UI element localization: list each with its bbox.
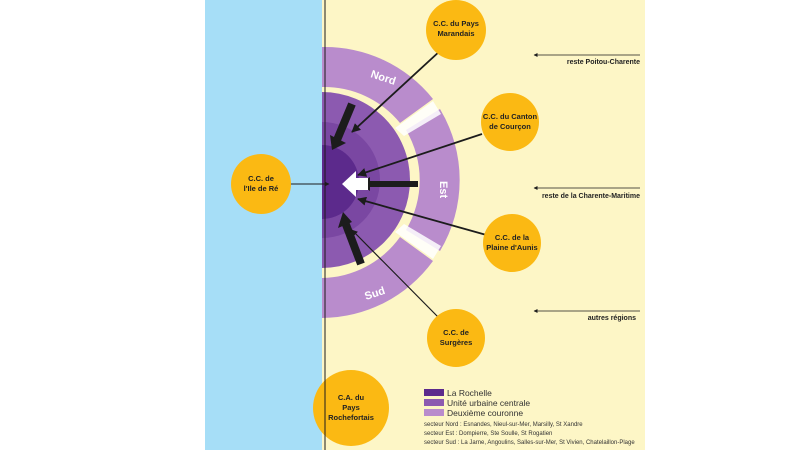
legend-label: La Rochelle bbox=[447, 388, 492, 398]
region-autres-regions: autres régions bbox=[533, 309, 640, 322]
community-label: C.C. de bbox=[248, 174, 274, 183]
community-label: C.A. du bbox=[338, 393, 365, 402]
crown-gap-bottom bbox=[395, 224, 441, 259]
crown-sector-sud bbox=[322, 237, 433, 318]
arrow-nord-head bbox=[330, 135, 346, 150]
la-rochelle-outflow-arrow bbox=[342, 171, 368, 197]
community-canton-courcon: C.C. du Canton de Courçon bbox=[481, 93, 539, 151]
la-rochelle-core bbox=[322, 145, 359, 219]
arrow-nord-inflow bbox=[333, 102, 356, 142]
thick-arrows bbox=[330, 102, 418, 266]
arrow-sud-inflow bbox=[341, 220, 365, 266]
legend-label: Unité urbaine centrale bbox=[447, 398, 530, 408]
region-label: reste Poitou-Charente bbox=[567, 59, 640, 66]
community-label: Surgères bbox=[440, 338, 473, 347]
sector-footnotes: secteur Nord : Esnandes, Nieul-sur-Mer, … bbox=[424, 422, 635, 446]
arrow-from-plaine-aunis bbox=[357, 196, 491, 237]
community-ile-de-re: C.C. de l'Ile de Ré bbox=[231, 154, 291, 214]
legend-label: Deuxième couronne bbox=[447, 408, 523, 418]
community-plaine-aunis: C.C. de la Plaine d'Aunis bbox=[483, 214, 541, 272]
arrow-from-surgeres bbox=[351, 229, 442, 321]
community-label: C.C. de bbox=[443, 328, 469, 337]
community-circle bbox=[426, 0, 486, 60]
community-pays-marandais: C.C. du Pays Marandais bbox=[426, 0, 486, 60]
community-label: Marandais bbox=[437, 29, 474, 38]
legend: La Rochelle Unité urbaine centrale Deuxi… bbox=[424, 388, 530, 418]
sector-label-est: Est bbox=[437, 181, 449, 198]
thin-arrows bbox=[290, 49, 491, 321]
region-label: autres régions bbox=[588, 315, 636, 322]
arrow-from-pays-marandais bbox=[351, 49, 442, 133]
legend-swatch-deuxieme-couronne bbox=[424, 409, 444, 416]
community-label: C.C. de la bbox=[495, 233, 530, 242]
community-circle bbox=[313, 370, 389, 446]
community-circle bbox=[231, 154, 291, 214]
community-surgeres: C.C. de Surgères bbox=[427, 309, 485, 367]
community-label: C.C. du Pays bbox=[433, 19, 479, 28]
community-label: Pays bbox=[342, 403, 360, 412]
community-label: Plaine d'Aunis bbox=[486, 243, 537, 252]
arrow-from-canton-courcon bbox=[357, 133, 483, 177]
community-pays-rochefortais: C.A. du Pays Rochefortais bbox=[313, 370, 389, 446]
community-label: C.C. du Canton bbox=[483, 112, 538, 121]
crown-gap-top bbox=[395, 101, 441, 136]
footnote-est: secteur Est : Dompierre, Ste Soulle, St … bbox=[424, 431, 552, 437]
footnote-sud: secteur Sud : La Jarne, Angoulins, Salle… bbox=[424, 440, 635, 446]
region-reste-poitou: reste Poitou-Charente bbox=[533, 53, 640, 66]
arrow-sud-head bbox=[338, 212, 352, 228]
legend-swatch-unite-urbaine bbox=[424, 399, 444, 406]
crown-sector-nord bbox=[322, 46, 433, 123]
community-label: l'Ile de Ré bbox=[244, 184, 279, 193]
community-label: de Courçon bbox=[489, 122, 531, 131]
region-reste-charente-maritime: reste de la Charente-Maritime bbox=[533, 186, 640, 200]
region-label: reste de la Charente-Maritime bbox=[542, 193, 640, 200]
legend-swatch-la-rochelle bbox=[424, 389, 444, 396]
community-label: Rochefortais bbox=[328, 413, 374, 422]
community-circle bbox=[483, 214, 541, 272]
footnote-nord: secteur Nord : Esnandes, Nieul-sur-Mer, … bbox=[424, 422, 583, 428]
community-circle bbox=[481, 93, 539, 151]
sea-area bbox=[205, 0, 322, 450]
community-circle bbox=[427, 309, 485, 367]
